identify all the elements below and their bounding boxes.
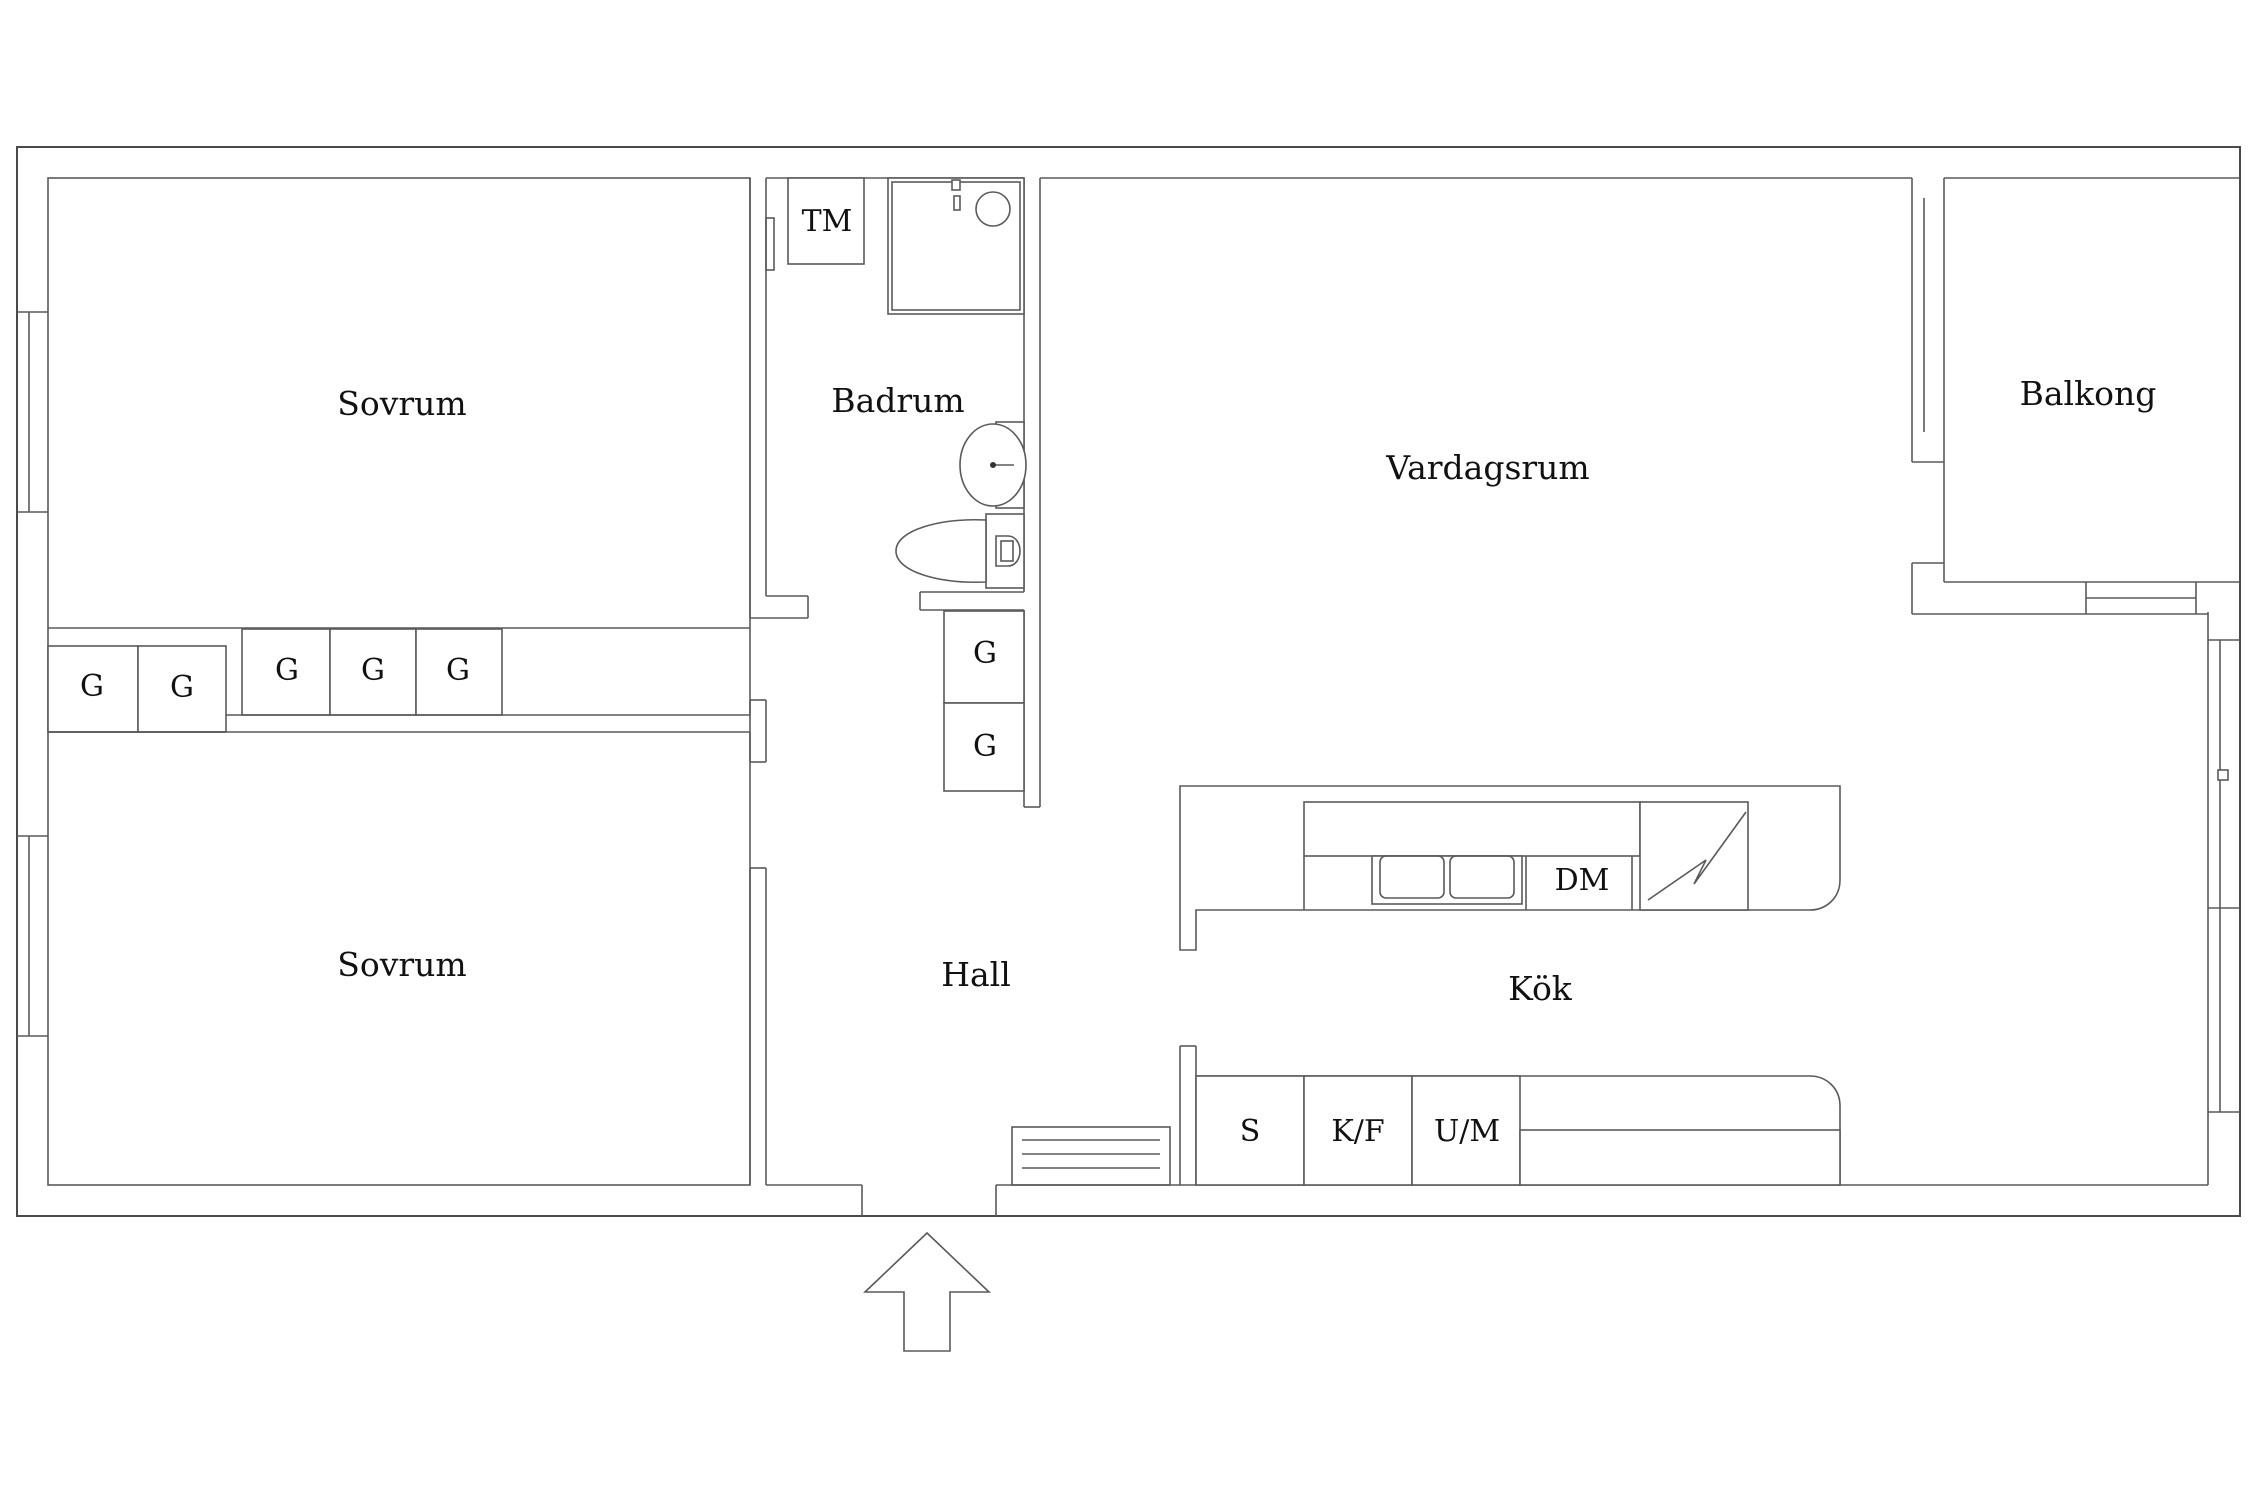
wardrobe-4 (329, 628, 417, 716)
window-left-top (17, 311, 48, 513)
living-room-walls (1040, 177, 2209, 1186)
label-freezer: S (1240, 1114, 1261, 1149)
wardrobe-row (47, 628, 767, 763)
room-label-balcony: Balkong (2020, 374, 2157, 413)
washing-machine (787, 177, 865, 265)
oven-microwave (1411, 1075, 1521, 1186)
room-label-kitchen: Kök (1508, 969, 1573, 1008)
stove (1639, 801, 1749, 911)
sink (959, 421, 1027, 509)
room-label-bedroom-bottom: Sovrum (337, 945, 466, 984)
balcony-walls (1911, 177, 2240, 615)
kitchen-sink (1371, 855, 1523, 905)
wardrobe-5 (415, 628, 503, 716)
room-label-hall: Hall (941, 955, 1011, 994)
label-fridge-freezer: K/F (1331, 1114, 1384, 1149)
label-oven-microwave: U/M (1434, 1114, 1500, 1149)
window-right (2208, 639, 2240, 1113)
bathroom-door-edge (765, 217, 775, 271)
room-label-bathroom: Badrum (831, 381, 964, 420)
freezer (1195, 1075, 1305, 1186)
window-left-bottom (17, 835, 48, 1037)
bedroom-bottom-walls (749, 867, 767, 1185)
label-wardrobe: G (80, 669, 104, 704)
toilet (895, 513, 1025, 589)
fridge-freezer (1303, 1075, 1413, 1186)
label-washing-machine: TM (802, 204, 853, 239)
room-label-living-room: Vardagsrum (1385, 448, 1589, 487)
room-label-bedroom-top: Sovrum (337, 384, 466, 423)
wardrobe-3 (241, 628, 331, 716)
label-wardrobe: G (361, 653, 385, 688)
label-wardrobe: G (446, 653, 470, 688)
kitchen-lower-counter (1179, 1045, 1841, 1186)
shower (887, 177, 1025, 315)
wardrobe-2 (137, 645, 227, 733)
label-dishwasher: DM (1555, 863, 1610, 898)
entrance-arrow-icon (862, 1231, 992, 1352)
label-wardrobe: G (170, 670, 194, 705)
wardrobe-hall-2 (943, 702, 1025, 792)
shoe-rack (1011, 1126, 1171, 1186)
label-wardrobe: G (275, 653, 299, 688)
hall-wardrobes (943, 610, 1025, 792)
label-wardrobe: G (973, 729, 997, 764)
entrance-opening (766, 1184, 1192, 1216)
label-wardrobe: G (973, 636, 997, 671)
